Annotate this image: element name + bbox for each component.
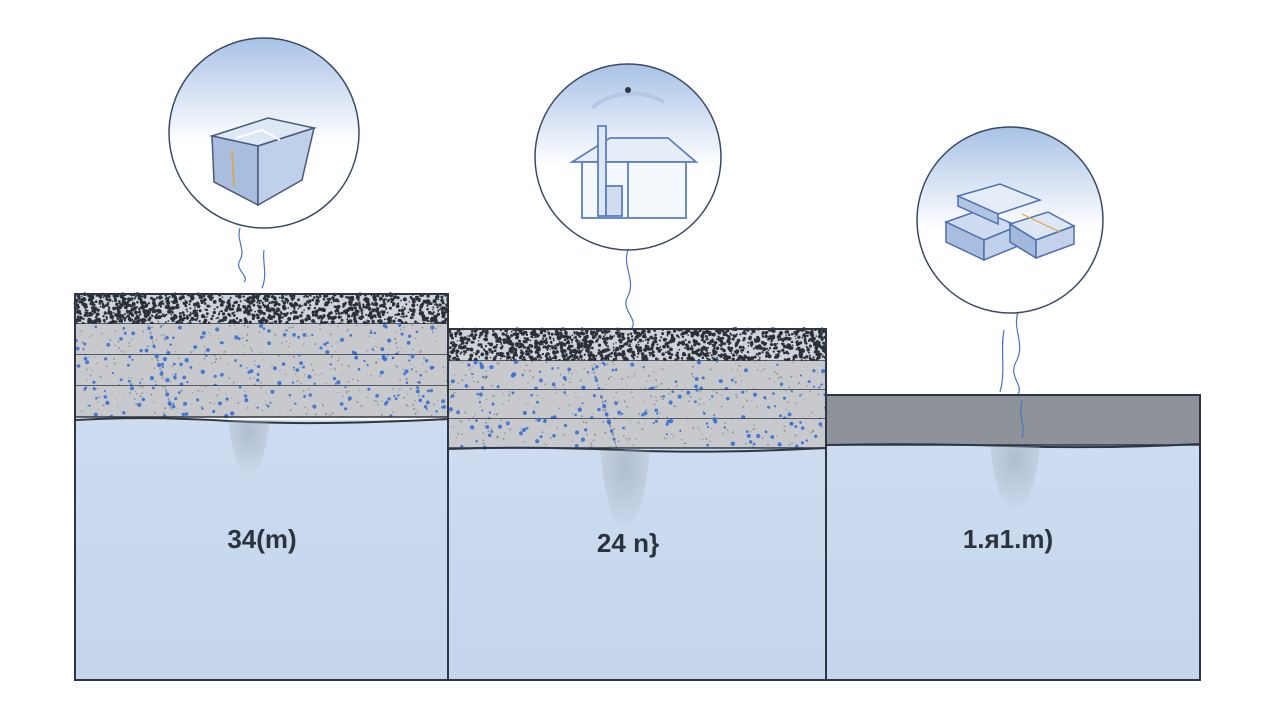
water-body-1 — [75, 420, 448, 680]
layer-stack-2 — [446, 327, 827, 450]
layer-layer-1-2 — [74, 323, 449, 357]
solid-layer-3-1 — [826, 395, 1200, 446]
column-3: 1.ᴙ1.m) — [825, 394, 1201, 681]
column-1: 34(m) — [73, 292, 450, 681]
layer-layer-2-4 — [448, 417, 826, 450]
gravel-layer-2-1 — [446, 327, 827, 363]
bubble-1 — [168, 37, 360, 229]
connector-drip-1 — [238, 227, 266, 289]
ice-cube-icon — [209, 117, 317, 207]
stacked-panels-icon — [944, 183, 1076, 262]
layer-layer-1-3 — [75, 354, 448, 388]
layer-stack-1 — [73, 292, 450, 419]
layer-layer-2-2 — [447, 360, 826, 391]
seepage-plume-3 — [990, 446, 1040, 512]
house-icon — [568, 87, 699, 219]
depth-label-3: 1.ᴙ1.m) — [963, 524, 1053, 554]
seepage-plume-1 — [228, 420, 270, 478]
depth-label-1: 34(m) — [227, 524, 296, 554]
column-outline-3 — [825, 394, 1201, 681]
layer-layer-2-3 — [447, 388, 827, 421]
gravel-layer-1-1 — [73, 292, 450, 326]
bubble-2 — [534, 63, 722, 251]
bubble-circle-3 — [916, 126, 1104, 314]
layer-stack-3 — [826, 395, 1200, 446]
layer-layer-1-4 — [75, 385, 448, 419]
connectors — [238, 227, 1024, 439]
column-2: 24 n} — [446, 327, 827, 681]
connector-drip-3 — [999, 311, 1024, 439]
bubble-3 — [916, 126, 1104, 314]
depth-label-2: 24 n} — [597, 528, 659, 558]
seepage-plume-2 — [600, 450, 650, 532]
connector-drip-2 — [625, 249, 634, 329]
